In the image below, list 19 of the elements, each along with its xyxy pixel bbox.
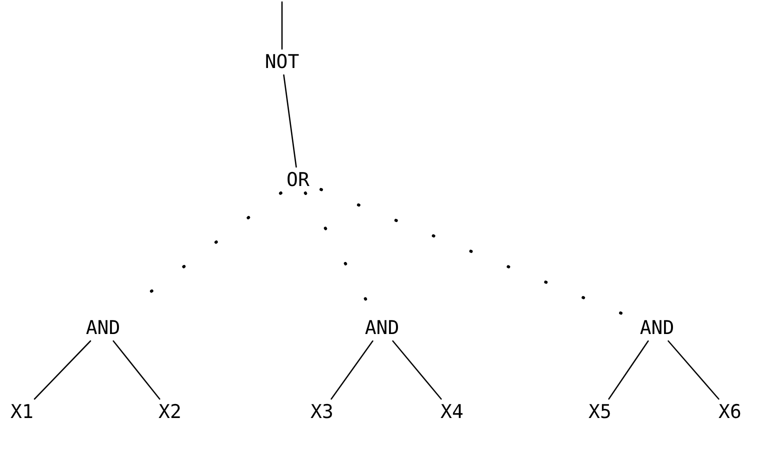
node-label: AND bbox=[364, 318, 400, 338]
connector-line bbox=[608, 340, 649, 400]
node-label: OR bbox=[286, 170, 310, 190]
node-label: X2 bbox=[158, 402, 182, 422]
connector-line bbox=[34, 340, 92, 400]
connector-line bbox=[668, 340, 720, 400]
connector-line bbox=[281, 1, 283, 50]
node-label: X6 bbox=[718, 402, 742, 422]
node-label: AND bbox=[86, 318, 120, 338]
connector-line bbox=[392, 340, 442, 400]
connector-line bbox=[112, 340, 160, 400]
connector-line bbox=[330, 340, 374, 400]
connector-line bbox=[283, 74, 297, 168]
node-label: X5 bbox=[588, 402, 612, 422]
node-label: NOT bbox=[264, 52, 300, 72]
node-label: AND bbox=[640, 318, 674, 338]
node-label: X4 bbox=[440, 402, 464, 422]
node-label: X3 bbox=[310, 402, 334, 422]
node-label: X1 bbox=[10, 402, 34, 422]
